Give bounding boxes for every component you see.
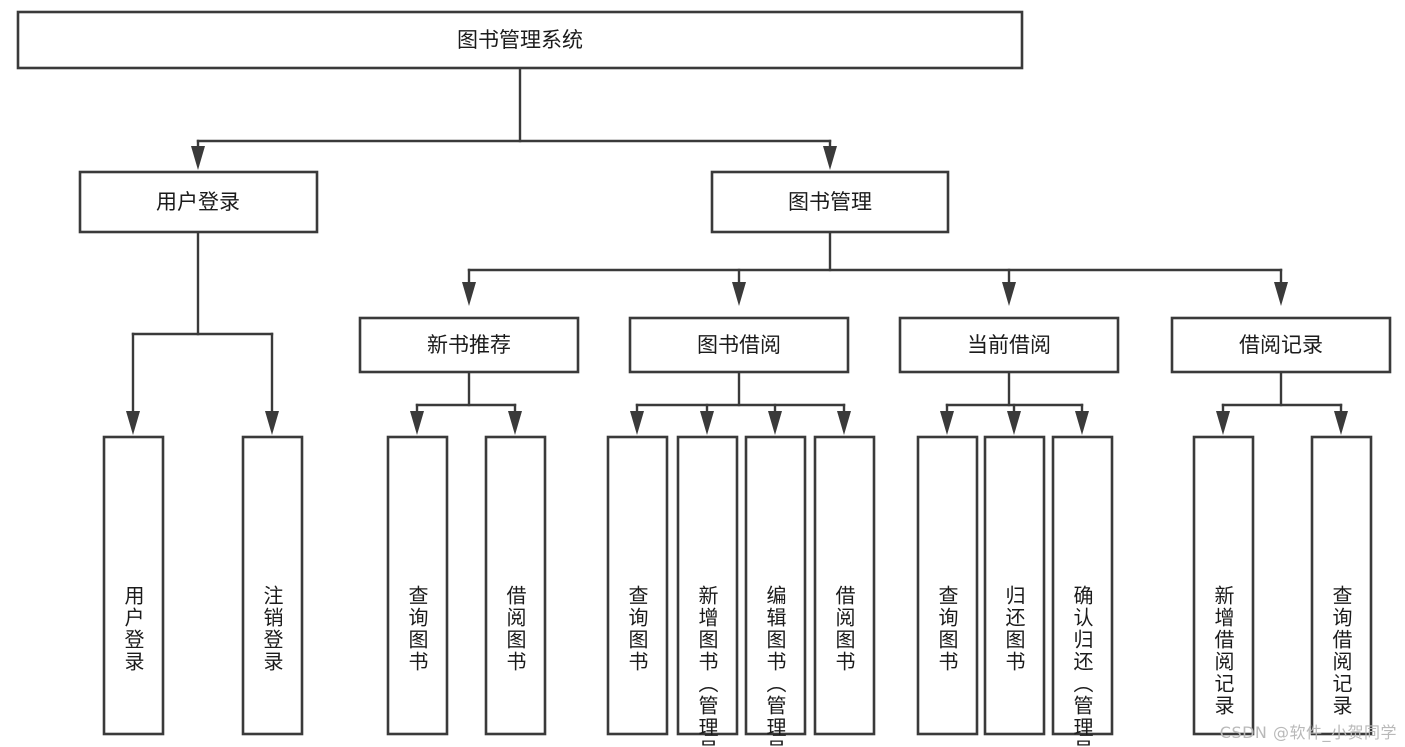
leaf-bb-edit-book[interactable]: 编辑图书（管理员） xyxy=(744,435,807,747)
leaf-bb-edit-book-box xyxy=(744,435,807,736)
node-user-login[interactable]: 用户登录 xyxy=(78,170,319,234)
leaf-br-add-record-label: 新增借阅记录 xyxy=(1211,585,1235,717)
node-current-borrow-box xyxy=(898,316,1120,374)
arrow-icon-cb-leaf-3 xyxy=(1075,411,1089,435)
leaf-bb-add-book-box xyxy=(676,435,739,736)
node-book-borrow[interactable]: 图书借阅 xyxy=(628,316,850,374)
leaf-cb-return-book-label: 归还图书 xyxy=(1002,585,1026,673)
leaf-cb-return-book-box xyxy=(983,435,1046,736)
leaf-nb-borrow-book-box xyxy=(484,435,547,736)
arrow-icon-bb-leaf-3 xyxy=(768,411,782,435)
arrow-icon-leaf-user-login xyxy=(126,411,140,435)
arrow-icon-nb-leaf-1 xyxy=(410,411,424,435)
node-user-login-box xyxy=(78,170,319,234)
leaf-br-query-record[interactable]: 查询借阅记录 xyxy=(1310,435,1373,736)
node-book-manage-label: 图书管理 xyxy=(788,190,872,214)
leaf-logout-box xyxy=(241,435,304,736)
node-root-box xyxy=(16,10,1024,70)
node-book-borrow-box xyxy=(628,316,850,374)
leaf-user-login-label: 用户登录 xyxy=(121,585,145,673)
leaf-cb-confirm-return[interactable]: 确认归还（管理员） xyxy=(1051,435,1114,747)
arrow-icon-bb-leaf-1 xyxy=(630,411,644,435)
leaf-bb-query-book-label: 查询图书 xyxy=(625,585,649,673)
arrow-icon-cb-leaf-2 xyxy=(1007,411,1021,435)
arrow-icon-leaf-logout xyxy=(265,411,279,435)
node-root-label: 图书管理系统 xyxy=(457,28,583,52)
arrow-icon-user-login xyxy=(191,146,205,170)
leaf-cb-query-book[interactable]: 查询图书 xyxy=(916,435,979,736)
node-book-manage-box xyxy=(710,170,950,234)
node-new-book-rec-label: 新书推荐 xyxy=(427,333,511,357)
leaf-bb-add-book[interactable]: 新增图书（管理员） xyxy=(676,435,739,747)
leaf-logout-label: 注销登录 xyxy=(260,585,284,673)
leaf-br-add-record[interactable]: 新增借阅记录 xyxy=(1192,435,1255,736)
leaf-cb-query-book-box xyxy=(916,435,979,736)
arrow-icon-borrow-record xyxy=(1274,282,1288,306)
watermark: CSDN @软件_小贺同学 xyxy=(1219,723,1397,742)
leaf-bb-borrow-book-label: 借阅图书 xyxy=(832,585,856,673)
arrow-icon-cb-leaf-1 xyxy=(940,411,954,435)
arrow-icon-book-borrow xyxy=(732,282,746,306)
arrow-icon-current-borrow xyxy=(1002,282,1016,306)
leaf-nb-query-book-label: 查询图书 xyxy=(405,585,429,673)
node-root[interactable]: 图书管理系统 xyxy=(16,10,1024,70)
node-current-borrow-label: 当前借阅 xyxy=(967,333,1051,357)
leaf-cb-confirm-return-box xyxy=(1051,435,1114,736)
leaf-bb-borrow-book[interactable]: 借阅图书 xyxy=(813,435,876,736)
connector-layer xyxy=(126,66,1348,435)
node-borrow-record[interactable]: 借阅记录 xyxy=(1170,316,1392,374)
leaf-bb-query-book-box xyxy=(606,435,669,736)
leaf-bb-edit-book-label: 编辑图书（管理员） xyxy=(763,585,787,747)
arrow-icon-bb-leaf-2 xyxy=(700,411,714,435)
node-borrow-record-box xyxy=(1170,316,1392,374)
arrow-icon-br-leaf-1 xyxy=(1216,411,1230,435)
arrow-icon-bb-leaf-4 xyxy=(837,411,851,435)
arrow-icon-nb-leaf-2 xyxy=(508,411,522,435)
leaf-br-query-record-label: 查询借阅记录 xyxy=(1329,585,1353,717)
leaf-br-add-record-box xyxy=(1192,435,1255,736)
arrow-icon-book-manage xyxy=(823,146,837,170)
leaf-nb-borrow-book[interactable]: 借阅图书 xyxy=(484,435,547,736)
node-book-manage[interactable]: 图书管理 xyxy=(710,170,950,234)
leaf-bb-borrow-book-box xyxy=(813,435,876,736)
leaf-bb-add-book-label: 新增图书（管理员） xyxy=(695,585,719,747)
leaf-logout[interactable]: 注销登录 xyxy=(241,435,304,736)
leaf-cb-return-book[interactable]: 归还图书 xyxy=(983,435,1046,736)
leaf-cb-confirm-return-label: 确认归还（管理员） xyxy=(1070,585,1094,747)
leaf-nb-borrow-book-label: 借阅图书 xyxy=(503,585,527,673)
node-new-book-rec-box xyxy=(358,316,580,374)
leaf-bb-query-book[interactable]: 查询图书 xyxy=(606,435,669,736)
node-book-borrow-label: 图书借阅 xyxy=(697,333,781,357)
node-user-login-label: 用户登录 xyxy=(156,190,240,214)
leaf-nb-query-book-box xyxy=(386,435,449,736)
leaf-nb-query-book[interactable]: 查询图书 xyxy=(386,435,449,736)
node-current-borrow[interactable]: 当前借阅 xyxy=(898,316,1120,374)
leaf-user-login[interactable]: 用户登录 xyxy=(102,435,165,736)
node-new-book-rec[interactable]: 新书推荐 xyxy=(358,316,580,374)
leaf-user-login-box xyxy=(102,435,165,736)
leaf-cb-query-book-label: 查询图书 xyxy=(935,585,959,673)
leaf-br-query-record-box xyxy=(1310,435,1373,736)
node-borrow-record-label: 借阅记录 xyxy=(1239,333,1323,357)
arrow-icon-br-leaf-2 xyxy=(1334,411,1348,435)
arrow-icon-new-book xyxy=(462,282,476,306)
